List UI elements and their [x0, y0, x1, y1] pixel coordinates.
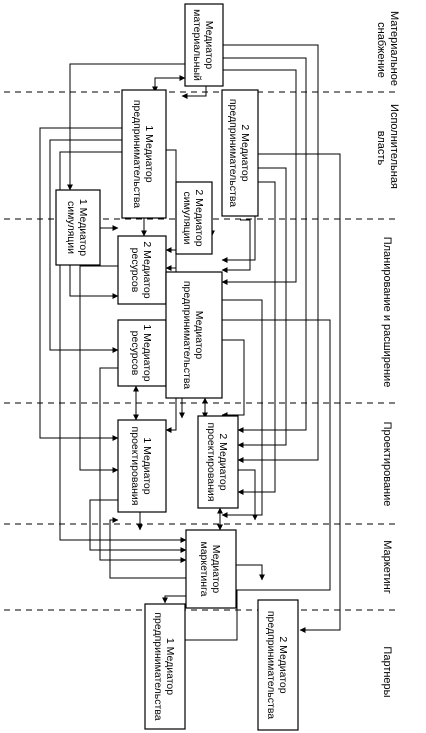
zone-label-partners: Партнеры: [381, 646, 393, 697]
node-box: [221, 89, 259, 217]
connector: [165, 149, 177, 281]
node-box: [165, 271, 223, 399]
zone-label-design: Проектирование: [381, 422, 393, 507]
node-box: [117, 319, 167, 387]
node-entrepreneur-2-exec: 2 Медиаторпредпринимательства: [221, 89, 259, 217]
node-box: [117, 235, 167, 305]
node-label: 2 Медиаторпредпринимательства: [265, 611, 289, 719]
node-box: [184, 3, 224, 87]
connector: [223, 44, 319, 463]
zone-label-marketing: Маркетинг: [381, 540, 393, 593]
connector: [219, 319, 331, 593]
connector: [49, 139, 122, 353]
node-entrepreneur-central: Медиаторпредпринимательства: [165, 271, 223, 399]
node-label: 1 Медиаторпредпринимательства: [131, 100, 155, 208]
connector: [237, 181, 276, 495]
connector: [236, 564, 265, 581]
node-marketing-mediator: Медиатормаркетинга: [185, 529, 237, 609]
node-label: 2 Медиаторсимуляции: [181, 189, 205, 246]
connector: [79, 265, 119, 473]
nodes: Медиаторматериальный 1 Медиаторпредприним…: [55, 3, 299, 731]
node-label: Медиаторматериальный: [191, 9, 215, 81]
zone-label-planning: Планирование и расширение: [381, 237, 393, 388]
node-material-mediator: Медиаторматериальный: [184, 3, 224, 87]
node-simulation-1: 1 Медиаторсимуляции: [55, 189, 101, 266]
node-resources-2: 2 Медиаторресурсов: [117, 235, 167, 305]
connector: [221, 216, 256, 263]
node-design-1: 1 Медиаторпроектирования: [117, 419, 167, 513]
node-label: 1 Медиаторресурсов: [129, 324, 153, 381]
node-label: 2 Медиаторпредпринимательства: [227, 99, 251, 207]
connector: [258, 153, 341, 633]
connector: [109, 517, 186, 579]
connector: [221, 69, 297, 285]
connector: [181, 86, 207, 99]
connector: [89, 499, 187, 553]
connector: [69, 265, 119, 299]
node-box: [117, 419, 167, 513]
connector: [152, 75, 186, 93]
connector: [221, 339, 245, 418]
connector: [99, 367, 187, 563]
zone-label-executive: Исполнительная власть: [375, 104, 400, 192]
connector: [39, 127, 122, 441]
node-label: 1 Медиаторсимуляции: [65, 199, 89, 256]
connector: [238, 469, 258, 521]
node-box: [185, 529, 237, 609]
connector: [162, 595, 186, 604]
connector: [221, 219, 251, 273]
connector: [223, 57, 307, 433]
connector: [67, 63, 185, 191]
node-box: [257, 599, 299, 731]
node-box: [55, 189, 101, 266]
node-label: Медиатормаркетинга: [198, 541, 222, 596]
node-label: 1 Медиаторпредпринимательства: [152, 612, 176, 720]
node-box: [144, 603, 186, 730]
node-box: [175, 181, 213, 255]
zone-labels: Материальное снабжение Исполнительная вл…: [375, 11, 400, 698]
node-entrepreneur-1-exec: 1 Медиаторпредпринимательства: [121, 89, 167, 219]
node-label: 2 Медиаторресурсов: [129, 241, 153, 298]
zone-label-material: Материальное снабжение: [375, 11, 400, 89]
connector: [179, 590, 238, 643]
node-design-2: 2 Медиаторпроектирования: [197, 415, 239, 509]
node-simulation-2: 2 Медиаторсимуляции: [175, 181, 213, 255]
node-partner-2: 2 Медиаторпредпринимательства: [257, 599, 299, 731]
node-box: [121, 89, 167, 219]
connector: [59, 151, 187, 543]
connector: [221, 299, 263, 518]
node-partner-1: 1 Медиаторпредпринимательства: [144, 603, 186, 730]
connectors: [39, 44, 341, 643]
node-box: [197, 415, 239, 509]
connector: [165, 236, 177, 253]
node-label: 1 Медиаторпроектирования: [129, 427, 153, 506]
node-label: Медиаторпредпринимательства: [181, 281, 205, 389]
node-resources-1: 1 Медиаторресурсов: [117, 319, 167, 387]
node-label: 2 Медиаторпроектирования: [205, 423, 229, 502]
